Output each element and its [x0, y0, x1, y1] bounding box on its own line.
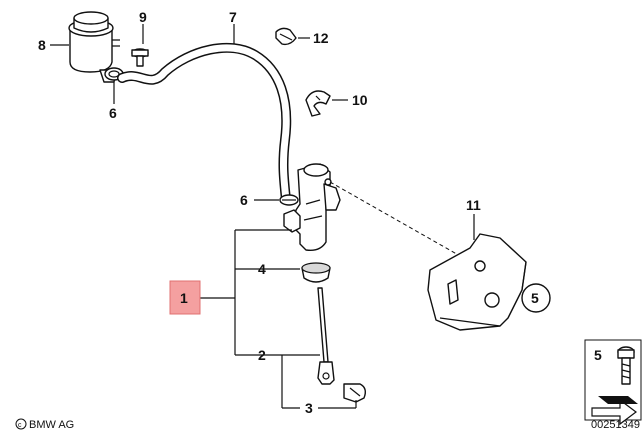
legend-label-5: 5 — [594, 347, 602, 363]
label-10: 10 — [352, 92, 368, 108]
screw-part[interactable] — [131, 48, 149, 67]
master-cylinder-part[interactable] — [283, 163, 341, 252]
hose-clamp-mid-part[interactable] — [279, 194, 299, 206]
seal-part[interactable] — [301, 262, 331, 283]
push-rod-part[interactable] — [317, 287, 335, 385]
legend-box: 5 — [584, 339, 642, 426]
label-5: 5 — [531, 290, 539, 306]
label-7: 7 — [229, 9, 237, 25]
clip-top-part[interactable] — [275, 27, 297, 46]
label-3: 3 — [305, 400, 313, 416]
label-11: 11 — [466, 197, 481, 213]
label-1: 1 — [180, 290, 188, 306]
label-6-top: 6 — [109, 105, 117, 121]
label-6-mid: 6 — [240, 192, 248, 208]
copyright-icon — [15, 418, 27, 430]
diagram-number: 00251349 — [591, 419, 640, 431]
copyright-text: BMW AG — [29, 419, 74, 431]
assembly-bracket-lines — [200, 229, 300, 409]
bracket-clip-part[interactable] — [305, 90, 331, 117]
mounting-plate-part[interactable] — [427, 233, 527, 331]
svg-text:c: c — [18, 422, 22, 429]
label-12: 12 — [313, 30, 329, 46]
legend-bolt-icon — [617, 346, 635, 385]
label-1-highlight[interactable] — [169, 280, 201, 315]
hose-part[interactable] — [117, 42, 292, 205]
legend-arrow-icon — [591, 396, 638, 426]
clevis-clip-part[interactable] — [343, 383, 367, 403]
label-8: 8 — [38, 37, 46, 53]
callout-5-circle[interactable] — [521, 283, 551, 313]
label-9: 9 — [139, 9, 147, 25]
